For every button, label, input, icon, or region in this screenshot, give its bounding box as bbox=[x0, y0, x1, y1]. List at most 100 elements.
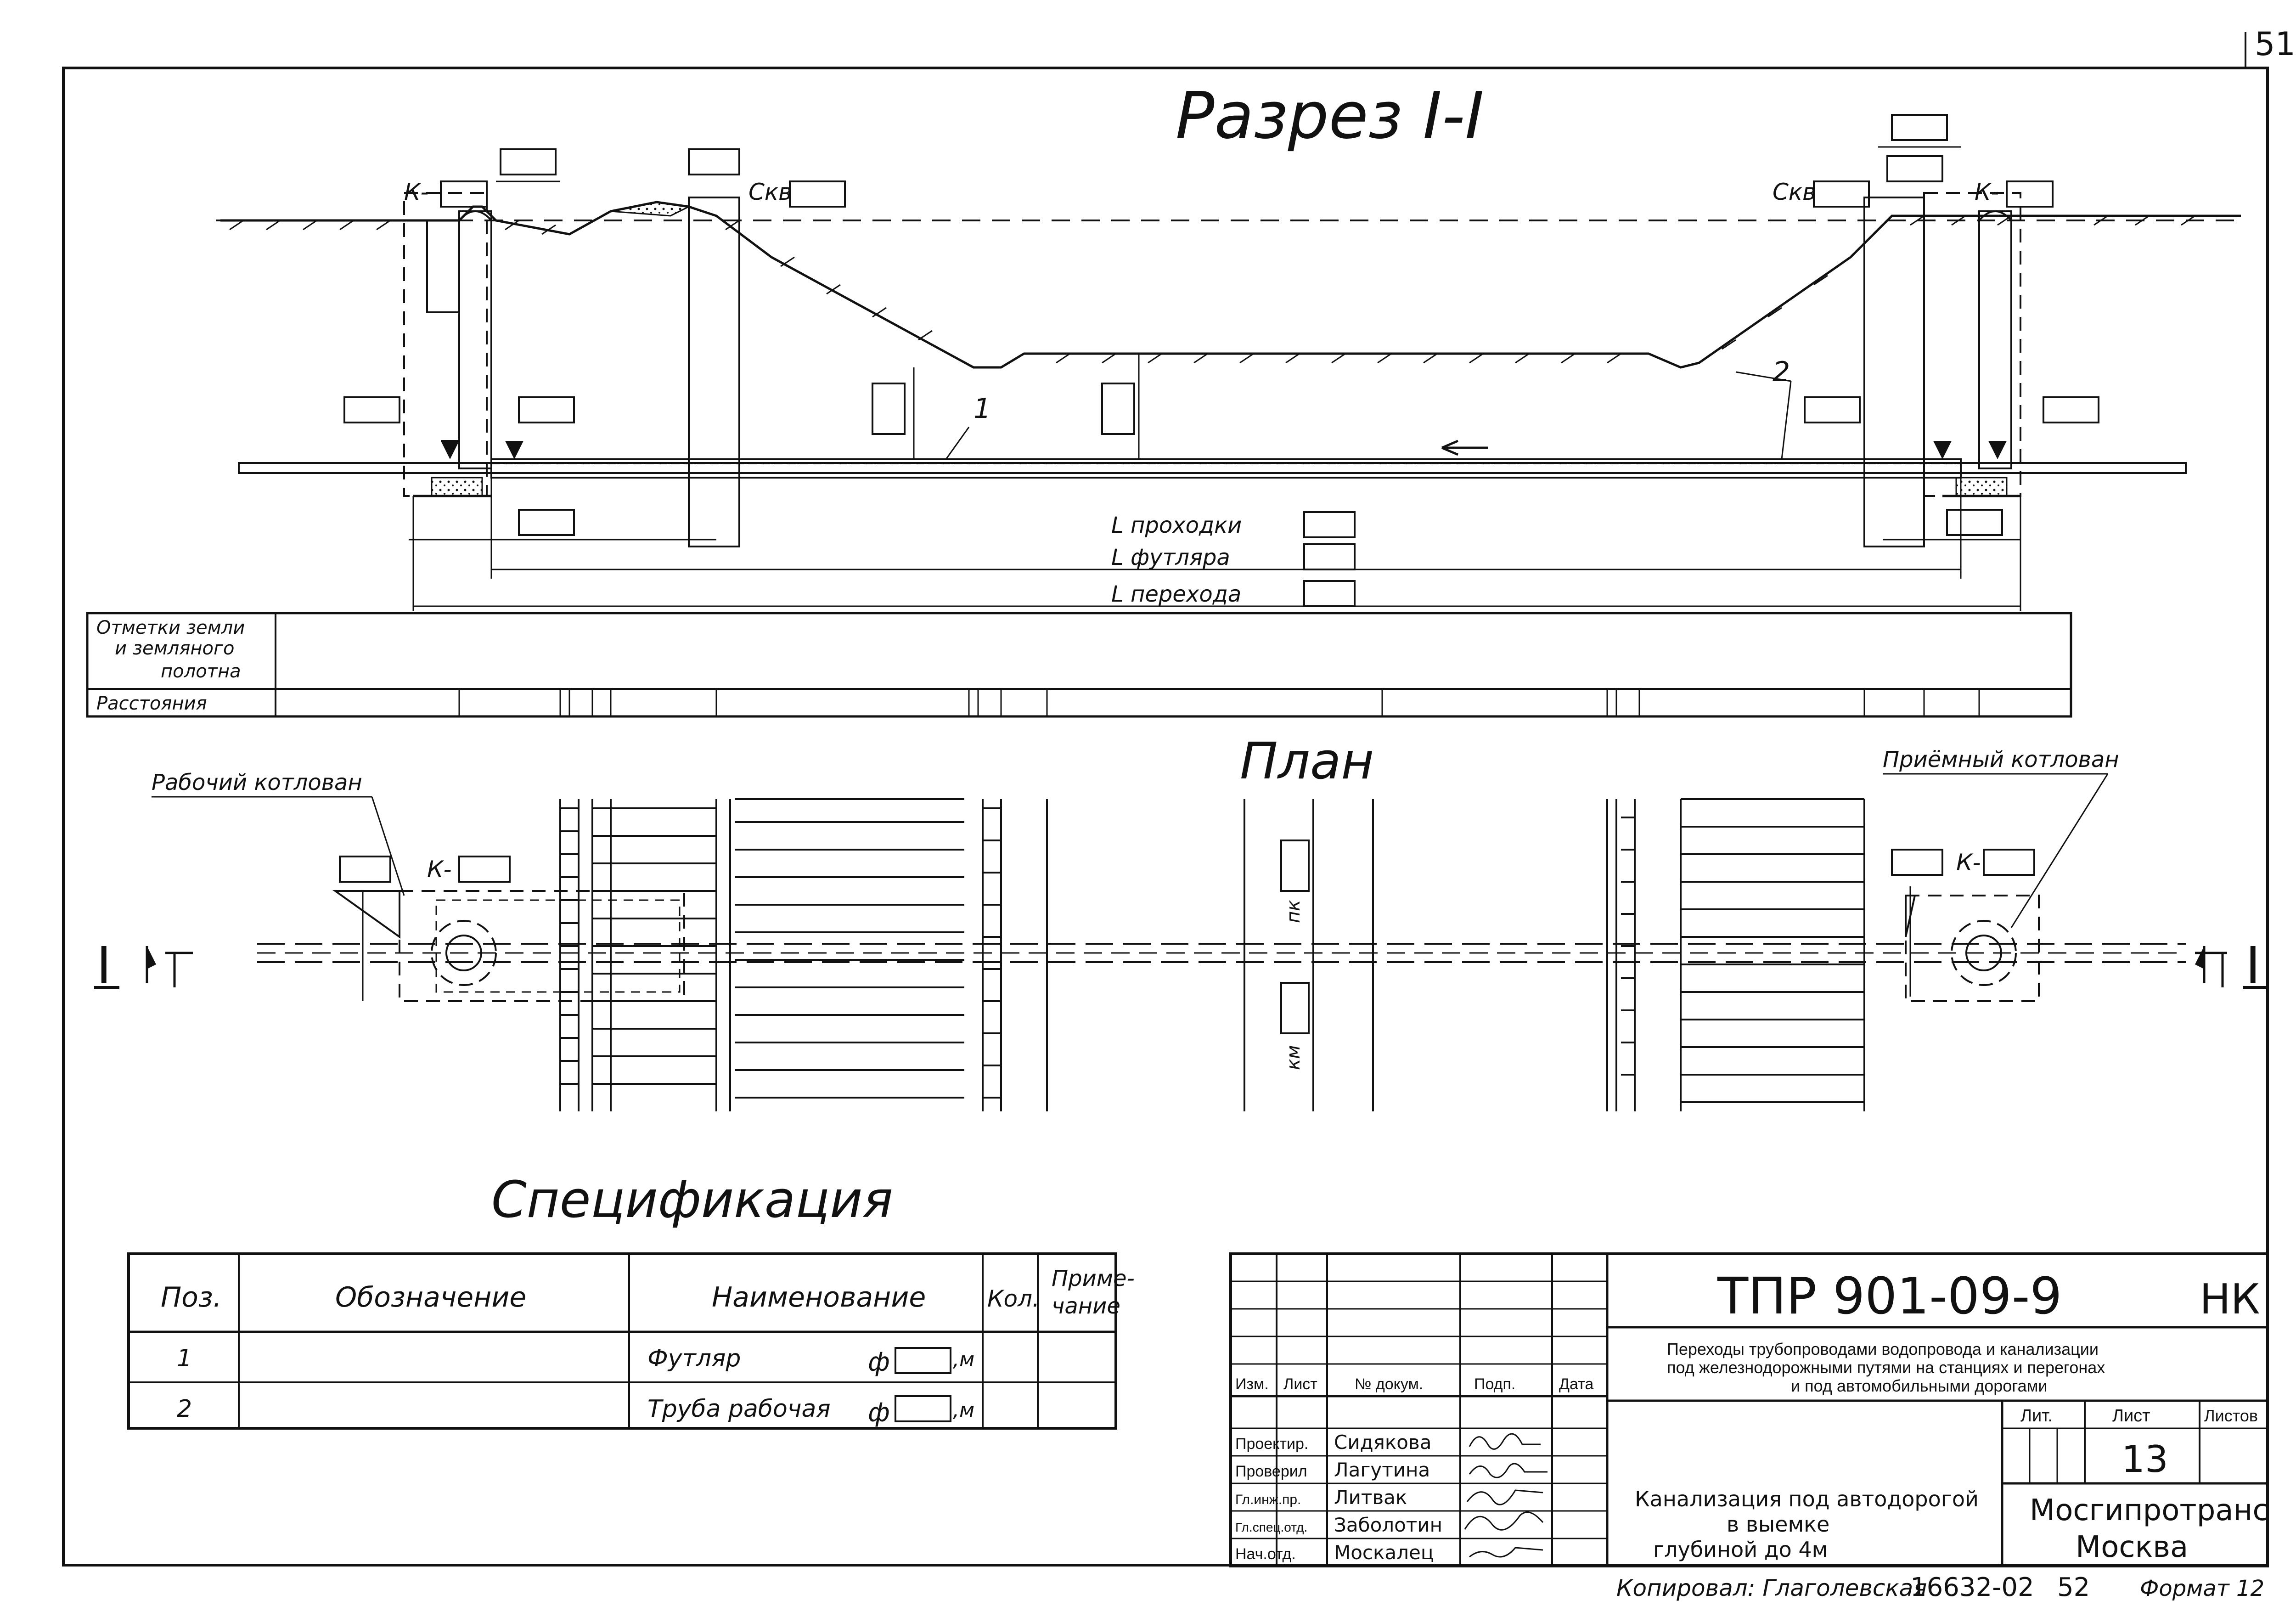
well-left-arc bbox=[458, 210, 492, 221]
signature-3 bbox=[1466, 1489, 1543, 1505]
spec-header-note-1: Приме- bbox=[1052, 1266, 1135, 1291]
footer-num: 52 bbox=[2057, 1572, 2090, 1602]
pit-wedge-left bbox=[332, 890, 400, 939]
pipe-callout-1: 1 bbox=[974, 393, 991, 425]
stamp-col-doc: № докум. bbox=[1355, 1375, 1423, 1393]
cut-arrow-right bbox=[2195, 946, 2204, 969]
profile-row-label-1b: и земляного bbox=[115, 638, 235, 659]
label-pk: пк bbox=[1283, 900, 1304, 923]
stamp-title-3: глубиной до 4м bbox=[1653, 1537, 1828, 1562]
spec-header-designation: Обозначение bbox=[335, 1281, 526, 1313]
stamp-desc-1: Переходы трубопроводами водопровода и ка… bbox=[1667, 1340, 2099, 1358]
plan-working-pit bbox=[399, 890, 685, 1002]
dim-box-depth-2 bbox=[1101, 383, 1135, 435]
stamp-sheet-no: 13 bbox=[2122, 1438, 2168, 1481]
spec-header-name: Наименование bbox=[712, 1281, 926, 1313]
signature-4 bbox=[1464, 1511, 1544, 1531]
label-k-right: К- bbox=[1975, 179, 1999, 205]
profile-row-label-1c: полотна bbox=[161, 661, 241, 682]
dim-l-futlyara: L футляра bbox=[1111, 545, 1230, 570]
label-receiving-pit: Приёмный котлован bbox=[1883, 747, 2119, 772]
plan-working-pit-inner bbox=[435, 899, 681, 993]
cut-marker-right: I bbox=[2245, 936, 2260, 995]
well-right-arc bbox=[1978, 210, 2012, 221]
box-level-left-2 bbox=[518, 396, 575, 423]
spec-title: Спецификация bbox=[491, 1170, 893, 1229]
footer-inv: 16632-02 bbox=[1910, 1572, 2034, 1602]
cut-arrow-left bbox=[147, 946, 156, 969]
box-top-right-1 bbox=[1891, 114, 1948, 141]
stamp-role-3: Гл.инж.пр. bbox=[1235, 1492, 1301, 1507]
foundation-left bbox=[431, 477, 483, 497]
stamp-name-3: Литвак bbox=[1334, 1486, 1407, 1509]
stamp-col-list: Лист bbox=[1283, 1375, 1317, 1393]
box-dim-pit-right bbox=[1946, 509, 2003, 536]
box-k-right bbox=[2006, 180, 2054, 208]
rail-sleepers-left bbox=[559, 798, 1048, 1111]
footer-copied: Копировал: Глаголевская bbox=[1616, 1575, 1927, 1601]
level-marker-left-2 bbox=[505, 441, 523, 459]
stamp-code: ТПР 901-09-9 bbox=[1717, 1267, 2062, 1325]
spec-row-1-name: Футляр bbox=[647, 1345, 741, 1372]
stamp-org-1: Мосгипротранс bbox=[2030, 1493, 2269, 1527]
footer-format: Формат 12 bbox=[2140, 1576, 2264, 1601]
label-k-left: К- bbox=[404, 179, 429, 205]
section-title: Разрез I-I bbox=[1176, 79, 1484, 153]
box-skv-left bbox=[789, 180, 846, 208]
box-plan-left bbox=[339, 856, 391, 883]
stamp-role-5: Нач.отд. bbox=[1235, 1545, 1296, 1563]
signature-1 bbox=[1469, 1433, 1541, 1450]
section-view: Разрез I-I bbox=[216, 79, 2241, 611]
plan-label-k-right: К- bbox=[1956, 849, 1981, 876]
box-plan-right bbox=[1891, 849, 1943, 876]
plan-well-right-inner bbox=[1965, 935, 2002, 971]
label-skv-left: Скв bbox=[748, 179, 792, 205]
plan-title: План bbox=[1240, 732, 1374, 790]
spec-row-2-pos: 2 bbox=[177, 1395, 192, 1423]
dim-l-perekhoda: L перехода bbox=[1111, 581, 1241, 607]
box-dim-pit-left bbox=[518, 509, 575, 536]
spec-header-note-2: чание bbox=[1052, 1293, 1120, 1319]
plan-view: План bbox=[94, 732, 2268, 1111]
box-plan-k-left bbox=[458, 856, 511, 883]
foundation-right bbox=[1955, 477, 2008, 497]
stamp-desc-2: под железнодорожными путями на станциях … bbox=[1667, 1358, 2105, 1377]
box-level-right-1 bbox=[1804, 396, 1861, 423]
receiving-well-right bbox=[1978, 210, 2012, 469]
box-pk bbox=[1280, 840, 1310, 892]
box-top-left-2 bbox=[688, 148, 740, 175]
box-l-prokhodki bbox=[1303, 511, 1356, 538]
stamp-title-1: Канализация под автодорогой bbox=[1635, 1487, 1979, 1511]
signature-2 bbox=[1469, 1463, 1548, 1478]
pit-shaft-right bbox=[1863, 197, 1925, 547]
stamp-name-1: Сидякова bbox=[1334, 1431, 1431, 1454]
terrain-profile bbox=[220, 201, 2241, 369]
working-pit-left-outline bbox=[403, 192, 488, 497]
stamp-role-1: Проектир. bbox=[1235, 1435, 1308, 1453]
stamp-role-2: Проверил bbox=[1235, 1463, 1307, 1480]
spec-row-2-unit: ,м bbox=[953, 1398, 974, 1422]
profile-row-label-1: Отметки земли bbox=[96, 617, 245, 638]
label-km: км bbox=[1283, 1045, 1304, 1070]
stamp-col-sign: Подп. bbox=[1474, 1375, 1515, 1393]
stamp-name-5: Москалец bbox=[1334, 1541, 1434, 1564]
sheet-frame: 51 bbox=[62, 25, 2296, 1567]
stamp-org-2: Москва bbox=[2076, 1530, 2188, 1564]
pipe-callout-2: 2 bbox=[1773, 356, 1790, 388]
footer: Копировал: Глаголевская 16632-02 52 Форм… bbox=[1616, 1572, 2264, 1602]
spec-row-1-dia-box bbox=[895, 1347, 951, 1374]
label-working-pit: Рабочий котлован bbox=[152, 770, 362, 795]
profile-table: Отметки земли и земляного полотна Рассто… bbox=[86, 612, 2072, 718]
box-top-right-2 bbox=[1886, 155, 1943, 182]
plan-well-left bbox=[431, 920, 497, 986]
box-level-right-2 bbox=[2043, 396, 2099, 423]
plan-well-left-inner bbox=[445, 935, 482, 971]
casing-pipe bbox=[490, 458, 1962, 479]
flow-arrow bbox=[1441, 440, 1488, 456]
plan-receiving-pit bbox=[1905, 895, 2040, 1002]
spec-row-1-unit: ,м bbox=[953, 1348, 974, 1371]
stamp-role-4: Гл.спец.отд. bbox=[1235, 1520, 1307, 1534]
spec-row-2-dia-box bbox=[895, 1395, 951, 1422]
stamp-mark: НК bbox=[2200, 1275, 2260, 1324]
